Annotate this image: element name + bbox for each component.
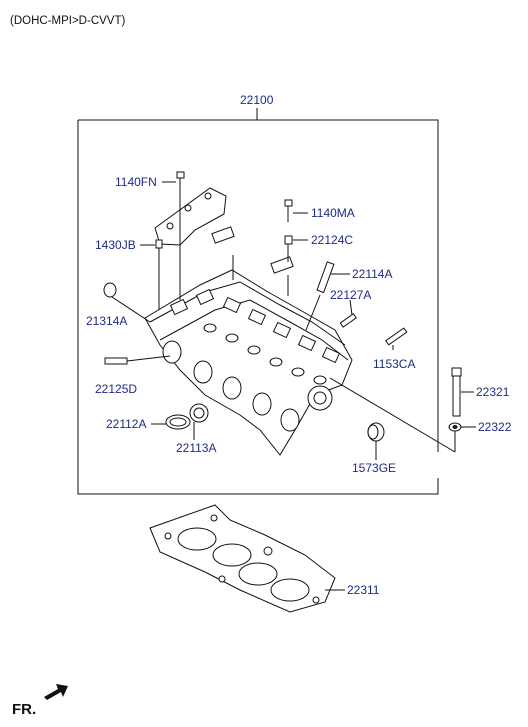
cap-1573ge-icon xyxy=(367,422,385,442)
part-label-1140ma[interactable]: 1140MA xyxy=(311,206,355,220)
head-gasket-22311-illustration xyxy=(149,504,336,613)
bolt-1140fn-icon xyxy=(176,171,185,200)
part-label-1153ca[interactable]: 1153CA xyxy=(373,357,415,371)
leader-22114a-line xyxy=(305,294,321,331)
part-label-22114a[interactable]: 22114A xyxy=(352,267,392,281)
assembly-boundary-box-lower xyxy=(77,120,439,495)
leader-21314a xyxy=(111,296,151,323)
part-label-1430jb[interactable]: 1430JB xyxy=(95,238,136,252)
cylinder-head-illustration xyxy=(144,255,353,456)
plug-21314a-icon xyxy=(103,282,117,298)
assembly-number-label[interactable]: 22100 xyxy=(240,93,274,107)
engine-spec-header: (DOHC-MPI>D-CVVT) xyxy=(10,15,125,27)
pin-1430jb-icon xyxy=(155,239,163,249)
part-label-22112a[interactable]: 22112A xyxy=(106,417,146,431)
pin-22127a-icon xyxy=(339,313,357,328)
leader-head-bolt-diagonal xyxy=(329,377,456,453)
part-label-22124c[interactable]: 22124C xyxy=(311,233,353,247)
part-label-22127a[interactable]: 22127A xyxy=(330,288,371,302)
leader-22127a xyxy=(349,299,353,316)
leader-22125d xyxy=(126,355,171,362)
part-label-22322[interactable]: 22322 xyxy=(478,420,512,434)
bolt-22321-icon xyxy=(451,367,462,417)
front-direction-arrow-icon xyxy=(44,684,68,700)
part-label-1573ge[interactable]: 1573GE xyxy=(352,461,396,475)
stud-22125d-icon xyxy=(104,357,128,365)
front-direction-label: FR. xyxy=(12,701,36,718)
part-label-1140fn[interactable]: 1140FN xyxy=(115,175,157,189)
part-label-21314a[interactable]: 21314A xyxy=(86,314,127,328)
part-label-22125d[interactable]: 22125D xyxy=(95,382,137,396)
stud-1153ca-icon xyxy=(385,327,408,346)
part-label-22321[interactable]: 22321 xyxy=(476,385,510,399)
part-label-22113a[interactable]: 22113A xyxy=(176,441,216,455)
tube-22114a-icon xyxy=(316,261,335,294)
dowel-22124c-icon xyxy=(284,235,293,245)
part-label-22311[interactable]: 22311 xyxy=(347,583,380,597)
cam-bracket-illustration xyxy=(154,187,294,274)
bolt-1140ma-icon xyxy=(284,199,293,222)
assembly-boundary-box xyxy=(78,119,439,452)
